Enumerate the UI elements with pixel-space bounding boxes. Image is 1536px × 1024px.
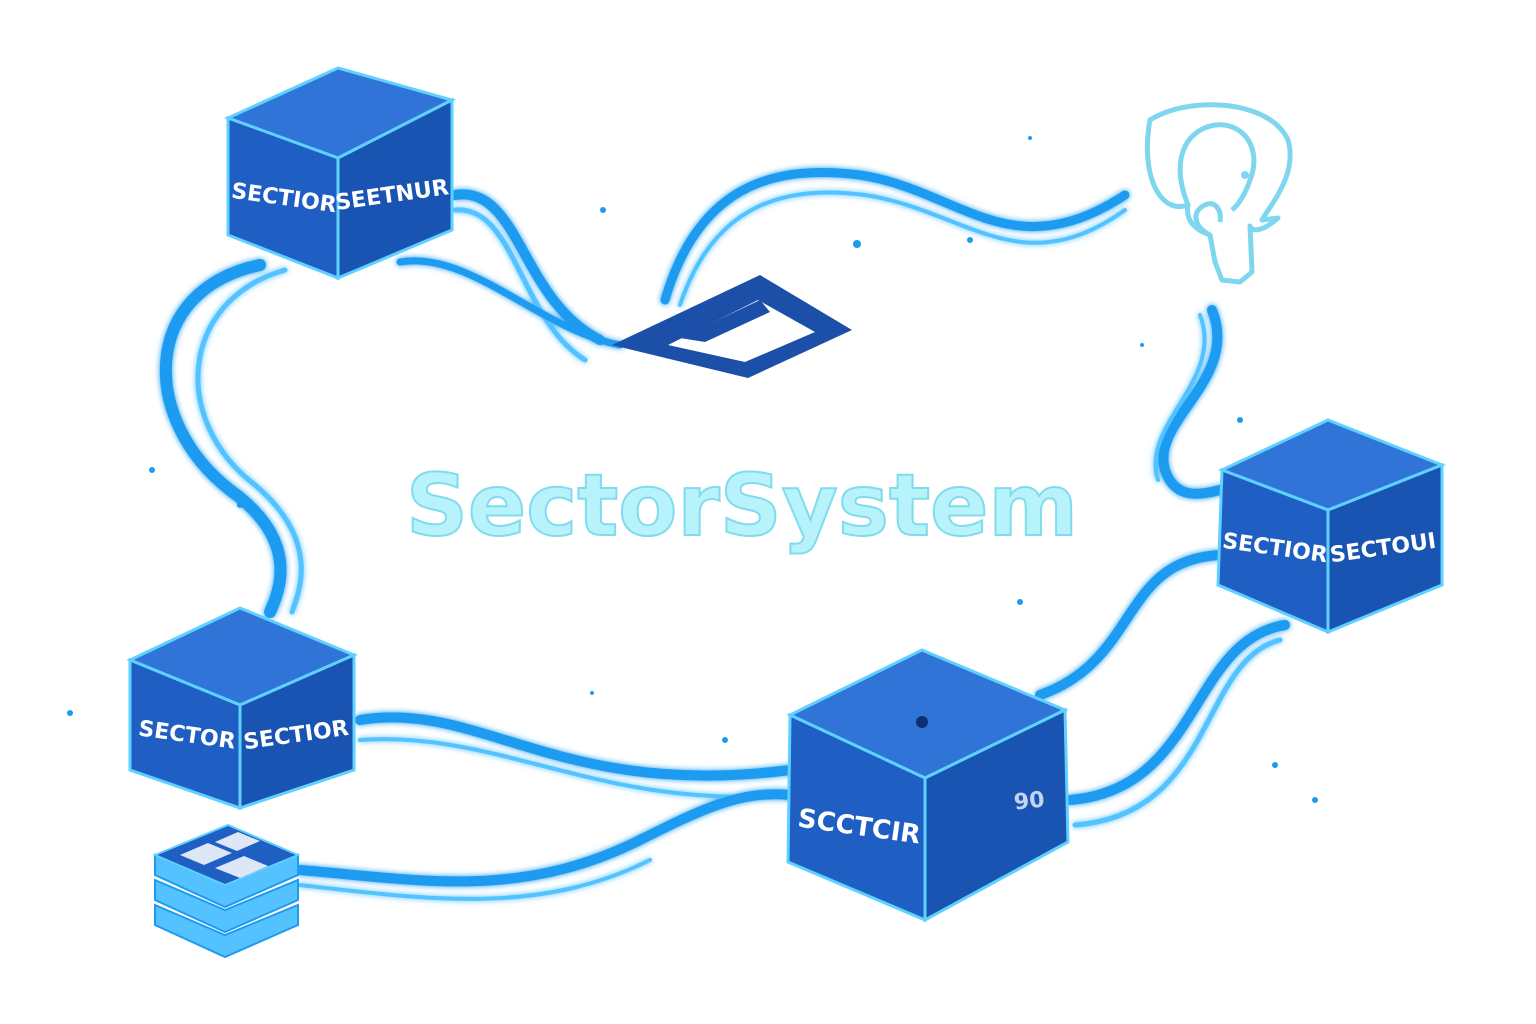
- pipe-right-to-center: [1035, 550, 1290, 828]
- sector-cube-right: SECTIOR SECTOUI: [1216, 418, 1447, 635]
- sector-cube-bottom-left: SECTOR SECTIOR: [126, 606, 358, 811]
- pipe-database-to-right: [1153, 305, 1225, 499]
- pipe-card-to-database: [660, 167, 1130, 307]
- dashboard-card-icon: [612, 275, 852, 378]
- layered-stack-icon: [152, 823, 301, 959]
- diagram-title: SectorSystem: [406, 456, 1078, 556]
- sector-cube-top-left: SECTIOR SEETNUR: [224, 66, 457, 281]
- pipe-stack-to-center: [295, 789, 795, 901]
- pipe-topleft-to-bottomleft: [159, 259, 304, 618]
- pipe-topleft-to-card: [396, 189, 624, 363]
- pipe-bottomleft-to-center: [355, 712, 795, 799]
- postgres-elephant-icon: [1144, 102, 1293, 285]
- sector-cube-bottom-center: SCCTCIR 90: [786, 648, 1070, 923]
- connector-pipes: [159, 167, 1290, 901]
- speckle-dots: [67, 136, 1318, 803]
- cube-label-right: 90: [1013, 788, 1046, 816]
